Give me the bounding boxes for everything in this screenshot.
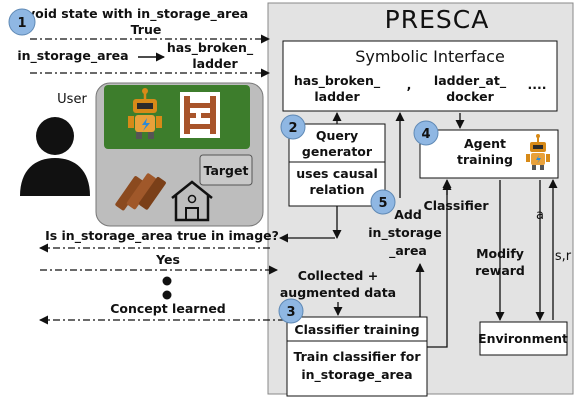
presca-title: PRESCA [385,5,490,34]
wood-planks-icon [115,173,166,211]
symbol-ellipsis: .... [528,77,547,92]
dialogue-line1: Avoid state with in_storage_area [18,6,249,22]
classifier-training-line2: in_storage_area [301,367,412,383]
user-icon [20,117,90,196]
dialogue-learned: Concept learned [110,301,226,316]
badge-5: 5 [370,189,396,215]
dialogue-line2-right-b: ladder [192,56,238,71]
symbol-item-2-line1: ladder_at_ [434,73,507,89]
agent-training-box: Agent training [419,129,559,179]
robot-icon [128,88,162,139]
query-generator-line3: uses causal [296,166,378,181]
svg-text:5: 5 [378,196,387,211]
user-label: User [57,92,87,107]
add-label-line3: _area [389,243,427,259]
classifier-label: Classifier [424,198,490,213]
collected-label-line1: Collected + [298,268,378,283]
environment-label: Environment [478,331,568,346]
symbol-separator: , [407,77,412,92]
broken-ladder-icon [180,92,220,138]
scene-image: Target [95,82,264,227]
query-generator-line4: relation [309,182,364,197]
dialogue-line1-reply: True [131,22,162,37]
symbol-item-1-line1: has_broken_ [294,73,381,89]
agent-robot-icon [526,134,550,170]
svg-text:2: 2 [288,121,297,136]
symbol-item-1-line2: ladder [314,89,360,104]
query-generator-line2: generator [302,144,373,159]
target-label: Target [204,163,249,178]
add-label-line2: in_storage [368,225,441,241]
query-generator-box: Query generator uses causal relation [288,123,386,207]
dialogue-line2-right-a: has_broken_ [167,40,254,56]
dialogue-answer: Yes [155,252,180,267]
add-label-line1: Add [394,207,422,222]
grass-tile [104,85,250,149]
symbolic-interface: Symbolic Interface has_broken_ ladder , … [282,40,558,112]
badge-4: 4 [413,120,439,146]
continuation-dot-2 [162,290,172,300]
badge-1: 1 [8,8,36,36]
agent-training-line1: Agent [464,136,506,151]
classifier-training-title: Classifier training [294,322,419,337]
symbol-item-2-line2: docker [446,89,494,104]
continuation-dot-1 [162,276,172,286]
symbolic-interface-title: Symbolic Interface [355,47,505,66]
arrow-training-to-classifier [427,181,452,348]
classifier-training-line1: Train classifier for [293,349,421,364]
dialogue-line2-left: in_storage_area [17,48,128,64]
svg-text:3: 3 [286,305,295,320]
classifier-training-box: Classifier training Train classifier for… [286,316,428,397]
collected-label-line2: augmented data [280,285,396,300]
dialogue-query: Is in_storage_area true in image? [45,228,279,244]
agent-training-line2: training [457,152,513,167]
badge-2: 2 [280,114,306,140]
query-generator-line1: Query [316,128,358,143]
badge-3: 3 [278,298,304,324]
target-tag [199,154,253,186]
svg-text:4: 4 [421,127,430,142]
svg-text:1: 1 [17,16,26,31]
environment-box: Environment [478,321,568,356]
storage-house-icon [171,180,213,222]
state-reward-label: s,r [555,249,572,264]
